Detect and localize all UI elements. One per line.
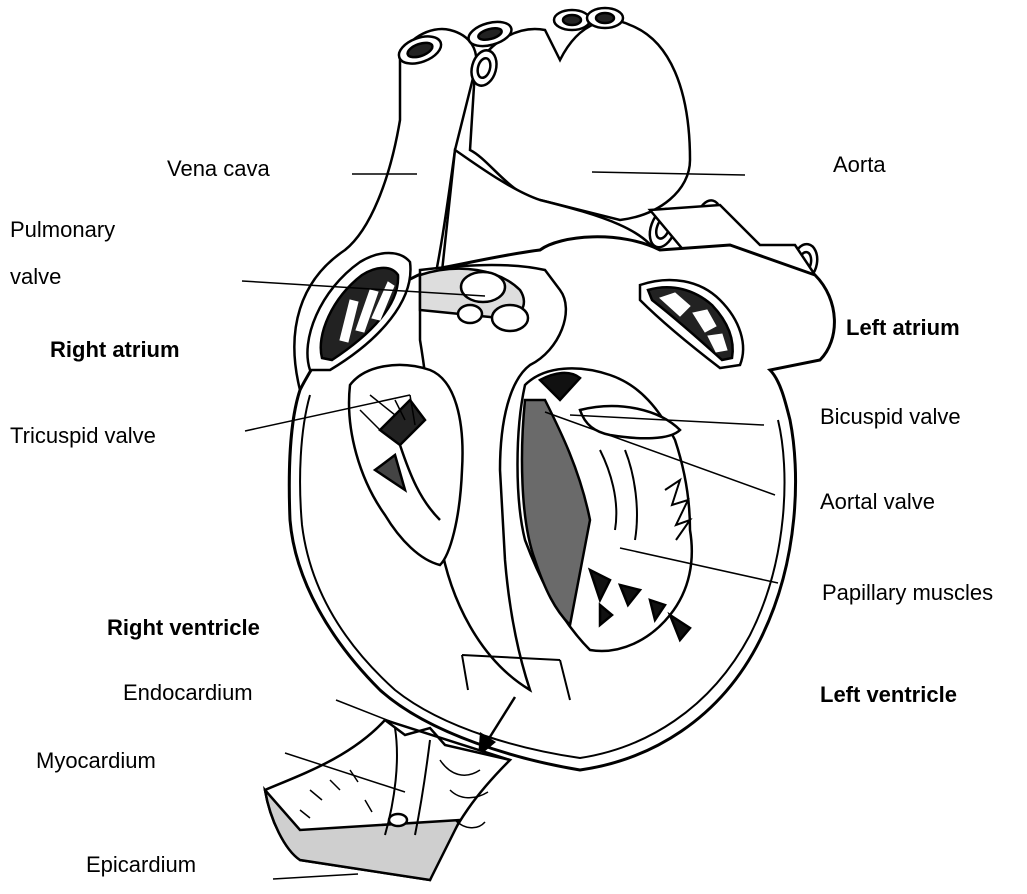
label-epicardium: Epicardium [86, 852, 196, 878]
label-pulmonary-valve-line2: valve [10, 264, 61, 290]
label-tricuspid-valve: Tricuspid valve [10, 423, 156, 449]
label-endocardium: Endocardium [123, 680, 253, 706]
label-pulmonary-valve-line1: Pulmonary [10, 217, 115, 243]
label-myocardium: Myocardium [36, 748, 156, 774]
label-aorta: Aorta [833, 152, 886, 178]
label-papillary-muscles: Papillary muscles [822, 580, 993, 606]
wall-section [265, 720, 510, 880]
label-right-atrium: Right atrium [50, 337, 180, 363]
leader-epicardium [273, 874, 358, 879]
label-left-atrium: Left atrium [846, 315, 960, 341]
label-right-ventricle: Right ventricle [107, 615, 260, 641]
label-aortal-valve: Aortal valve [820, 489, 935, 515]
label-vena-cava: Vena cava [167, 156, 270, 182]
label-bicuspid-valve: Bicuspid valve [820, 404, 961, 430]
leader-endocardium [336, 700, 392, 722]
label-left-ventricle: Left ventricle [820, 682, 957, 708]
